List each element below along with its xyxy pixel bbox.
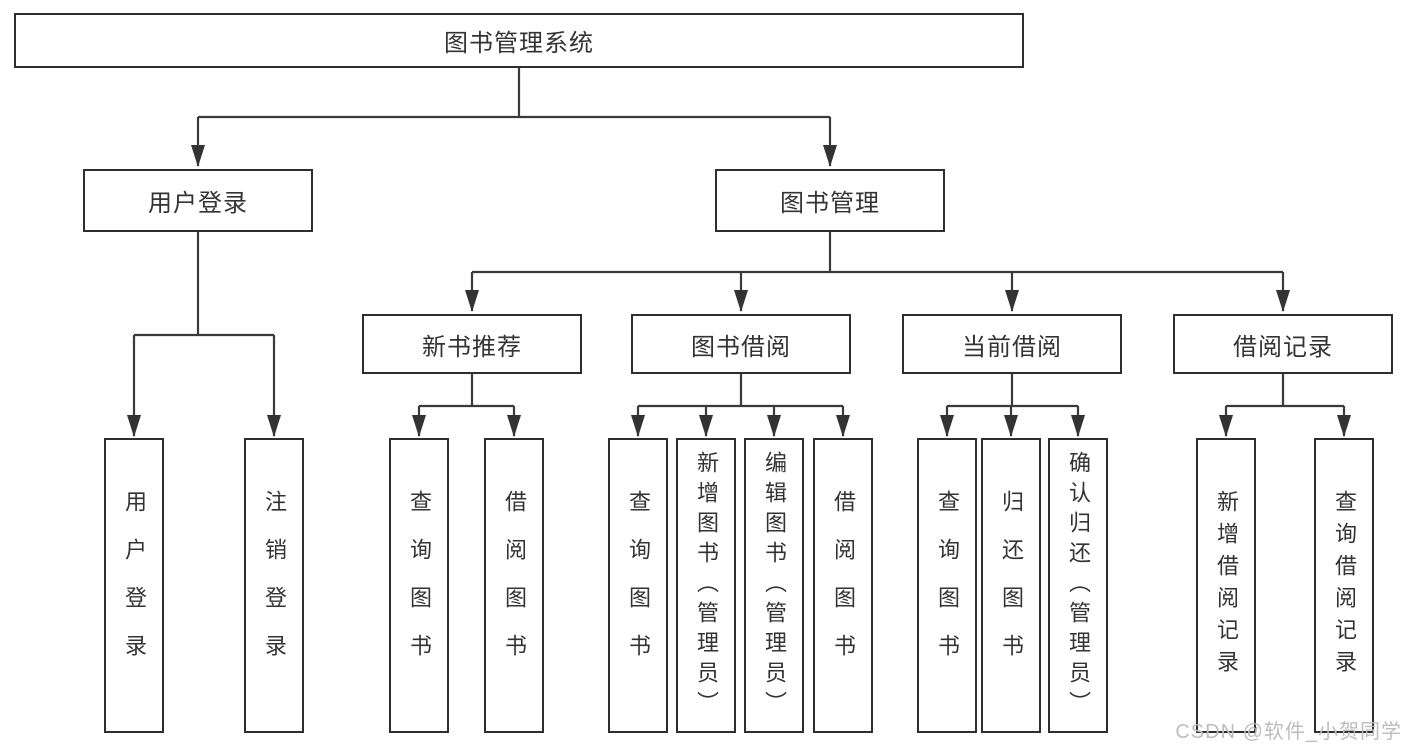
node-label: 当前借阅: [962, 333, 1062, 361]
leaf-borrow-books: 借阅图书: [813, 438, 873, 733]
leaf-query-books-recommend: 查询图书: [389, 438, 449, 733]
node-label: 借阅图书: [831, 489, 856, 682]
node-label: 查询图书: [626, 489, 651, 682]
node-label: 查询图书: [935, 489, 960, 682]
node-label: 归还图书: [999, 489, 1024, 682]
node-new-book-recommend: 新书推荐: [362, 314, 582, 374]
leaf-return-books: 归还图书: [981, 438, 1041, 733]
leaf-borrow-books-recommend: 借阅图书: [484, 438, 544, 733]
node-label: 查询借阅记录: [1332, 489, 1357, 682]
node-label: 新增图书（管理员）: [694, 450, 719, 721]
csdn-watermark: CSDN @软件_小贺同学: [1175, 721, 1402, 743]
node-label: 借阅记录: [1233, 333, 1333, 361]
edge-trunk-lines: [134, 68, 1344, 408]
node-label: 查询图书: [407, 489, 432, 682]
node-library-management-system: 图书管理系统: [14, 13, 1024, 68]
node-label: 确认归还（管理员）: [1066, 450, 1091, 721]
node-label: 借阅图书: [502, 489, 527, 682]
node-book-borrowing: 图书借阅: [631, 314, 851, 374]
node-label: 图书管理系统: [444, 30, 594, 57]
node-label: 注销登录: [262, 489, 287, 682]
leaf-query-books-current: 查询图书: [917, 438, 977, 733]
node-label: 新书推荐: [422, 333, 522, 361]
node-label: 用户登录: [148, 190, 248, 217]
leaf-edit-books-admin: 编辑图书（管理员）: [744, 438, 804, 733]
node-label: 图书借阅: [691, 333, 791, 361]
leaf-confirm-return-admin: 确认归还（管理员）: [1048, 438, 1108, 733]
leaf-query-books-borrowing: 查询图书: [608, 438, 668, 733]
node-label: 用户登录: [122, 489, 147, 682]
node-label: 新增借阅记录: [1214, 489, 1239, 682]
node-book-management: 图书管理: [715, 169, 945, 232]
leaf-logout: 注销登录: [244, 438, 304, 733]
node-user-login: 用户登录: [83, 169, 313, 232]
node-borrowing-records: 借阅记录: [1173, 314, 1393, 374]
leaf-add-borrow-record: 新增借阅记录: [1196, 438, 1256, 733]
leaf-user-login: 用户登录: [104, 438, 164, 733]
leaf-add-books-admin: 新增图书（管理员）: [676, 438, 736, 733]
node-label: 编辑图书（管理员）: [762, 450, 787, 721]
node-label: 图书管理: [780, 190, 880, 217]
node-current-borrowing: 当前借阅: [902, 314, 1122, 374]
leaf-query-borrow-record: 查询借阅记录: [1314, 438, 1374, 733]
